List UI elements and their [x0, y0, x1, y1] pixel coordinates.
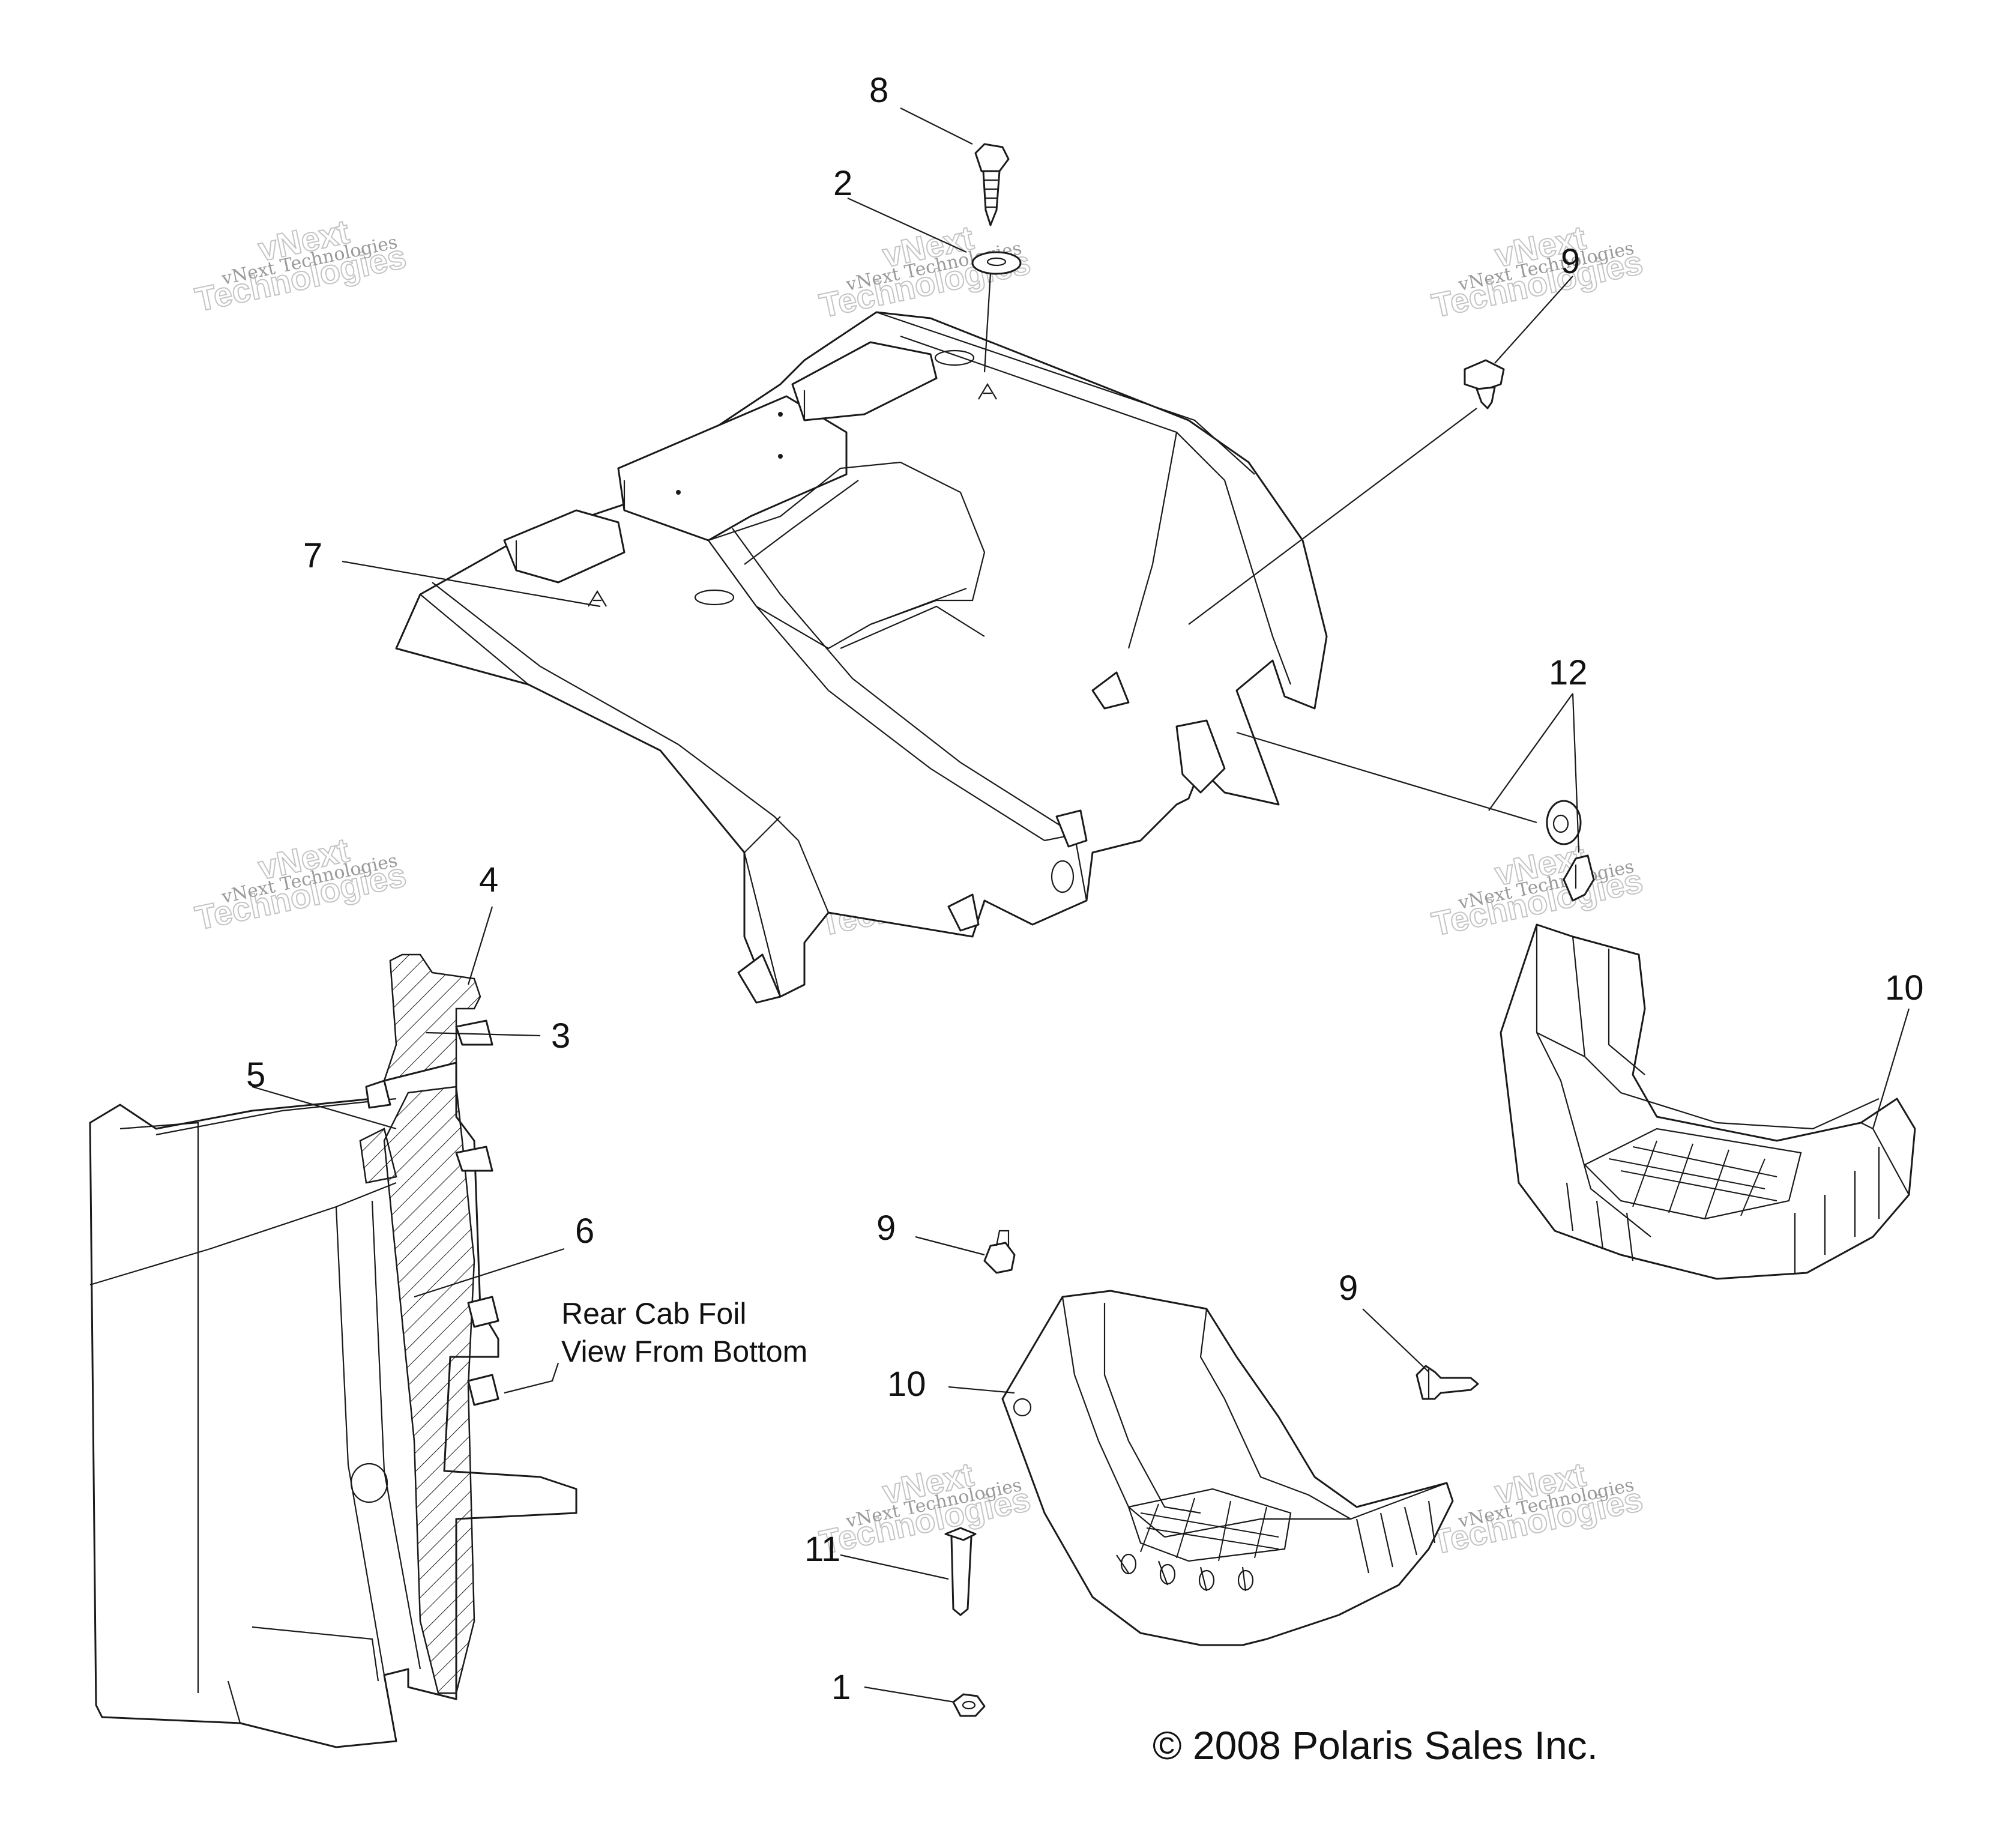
rear-cab-part: [395, 311, 1328, 1004]
copyright-text: © 2008 Polaris Sales Inc.: [1153, 1723, 1598, 1768]
watermark-8: Technologies vNext vNext Technologies: [816, 1455, 1034, 1562]
callout-2: 2: [833, 164, 852, 203]
callout-11: 11: [804, 1530, 840, 1569]
watermark-3: Technologies vNext vNext Technologies: [1428, 218, 1647, 325]
callout-1: 1: [831, 1668, 851, 1707]
nut-1: [952, 1693, 986, 1717]
callout-7: 7: [303, 536, 322, 575]
center-footwell-part: [1001, 1290, 1454, 1646]
bolt-11: [944, 1527, 977, 1616]
callout-4: 4: [479, 860, 498, 899]
rear-cab-foil-part: [89, 953, 577, 1748]
watermark-1: Technologies vNext vNext Technologies: [191, 212, 410, 319]
callout-9-right: 9: [1339, 1269, 1358, 1308]
push-rivet-9-mid: [983, 1230, 1016, 1274]
callout-9-top: 9: [1561, 242, 1580, 281]
watermark-6: Technologies vNext vNext Technologies: [1428, 836, 1647, 944]
view-note-line1: Rear Cab Foil: [561, 1297, 746, 1330]
callout-8: 8: [869, 71, 888, 110]
grommet-12-a: [1546, 800, 1582, 845]
center-floor-tread: [1140, 1497, 1279, 1562]
foil-hatch-small: [359, 1128, 397, 1184]
foil-hatch-lower: [383, 1086, 475, 1694]
floor-tread: [1608, 1140, 1777, 1219]
callout-10-right: 10: [1885, 968, 1924, 1007]
washer-2: [971, 251, 1022, 275]
leader-lines: [252, 107, 1910, 1703]
callout-6: 6: [575, 1212, 594, 1251]
bolt-8: [974, 143, 1010, 226]
watermark-4: Technologies vNext vNext Technologies: [191, 830, 410, 938]
right-footwell-part: [1500, 923, 1916, 1280]
callout-9-mid: 9: [876, 1209, 896, 1248]
foil-hatch-upper: [383, 953, 481, 1082]
callout-12: 12: [1549, 653, 1588, 692]
push-rivet-9-right: [1416, 1365, 1479, 1400]
callout-10-mid: 10: [887, 1365, 926, 1404]
grommet-12-b: [1563, 854, 1595, 902]
callout-3: 3: [551, 1016, 570, 1055]
callout-5: 5: [246, 1055, 265, 1095]
view-note-line2: View From Bottom: [561, 1335, 807, 1368]
push-rivet-9-top: [1464, 359, 1505, 409]
watermark-9: Technologies vNext vNext Technologies: [1428, 1455, 1647, 1562]
